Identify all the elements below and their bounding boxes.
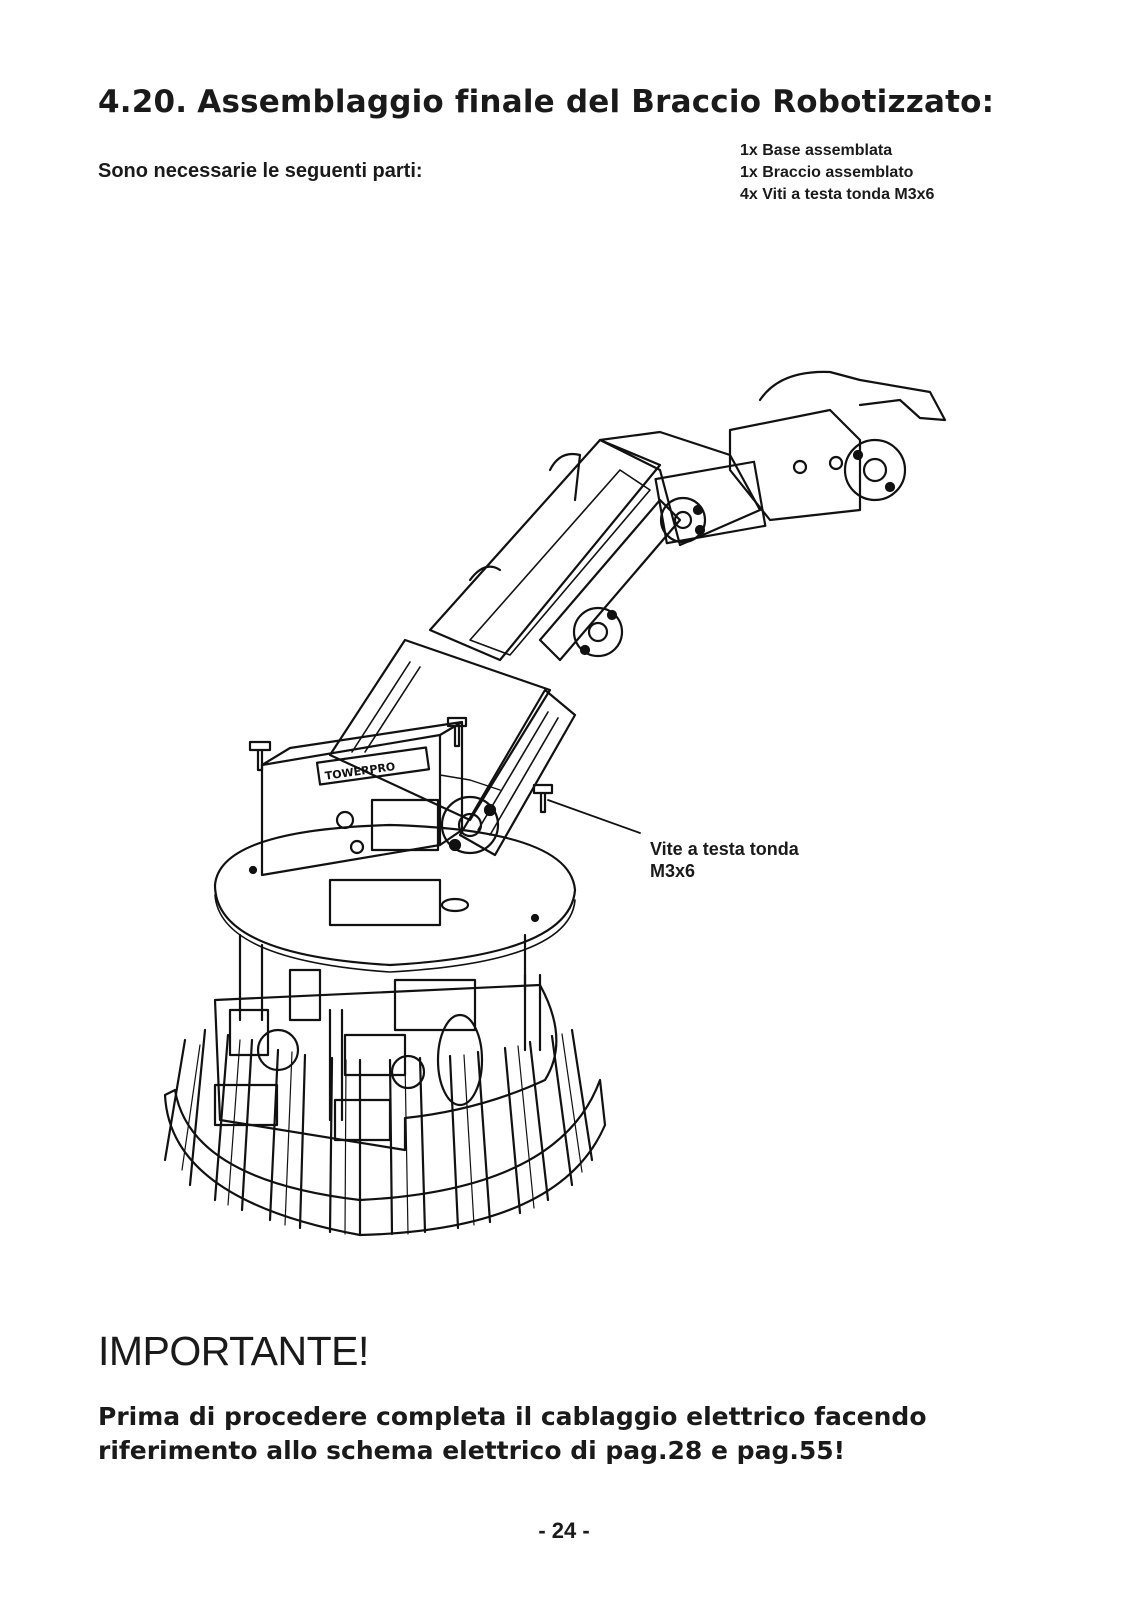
base-plate <box>213 823 577 1022</box>
circuit-board <box>213 968 558 1152</box>
parts-intro: Sono necessarie le seguenti parti: <box>98 160 423 182</box>
important-heading: IMPORTANTE! <box>98 1328 369 1374</box>
screws <box>248 716 554 814</box>
lower-arm-bracket <box>328 638 577 857</box>
important-note: Prima di procedere completa il cablaggio… <box>98 1402 927 1465</box>
capacitor <box>436 1013 484 1107</box>
base-servo: TOWERPRO <box>260 720 464 877</box>
parts-list-item: 1x Base assemblata <box>740 142 893 159</box>
servo-label-plate <box>315 746 431 786</box>
middle-arm-servo <box>428 438 682 662</box>
capacitor <box>256 1028 300 1072</box>
section-number: 4.20. <box>98 84 188 120</box>
section-title: Assemblaggio finale del Braccio Robotizz… <box>197 84 995 120</box>
upper-arm-bracket <box>598 430 767 547</box>
callout-leader-line <box>547 799 641 834</box>
parts-list: 1x Base assemblata 1x Braccio assemblato… <box>740 140 934 206</box>
connector <box>288 968 322 1022</box>
parts-list-item: 1x Braccio assemblato <box>740 164 914 181</box>
heatsink-base <box>163 1028 607 1237</box>
page-number: - 24 - <box>538 1518 590 1543</box>
robot-arm-assembly-illustration: TOWERPRO <box>163 370 947 1237</box>
section-heading: 4.20.Assemblaggio finale del Braccio Rob… <box>98 84 994 120</box>
parts-list-item: 4x Viti a testa tonda M3x6 <box>740 186 935 203</box>
screw-callout-label: Vite a testa tonda M3x6 <box>650 839 799 881</box>
wrist-servo-gripper <box>728 370 947 522</box>
servo-bracket <box>328 878 442 927</box>
